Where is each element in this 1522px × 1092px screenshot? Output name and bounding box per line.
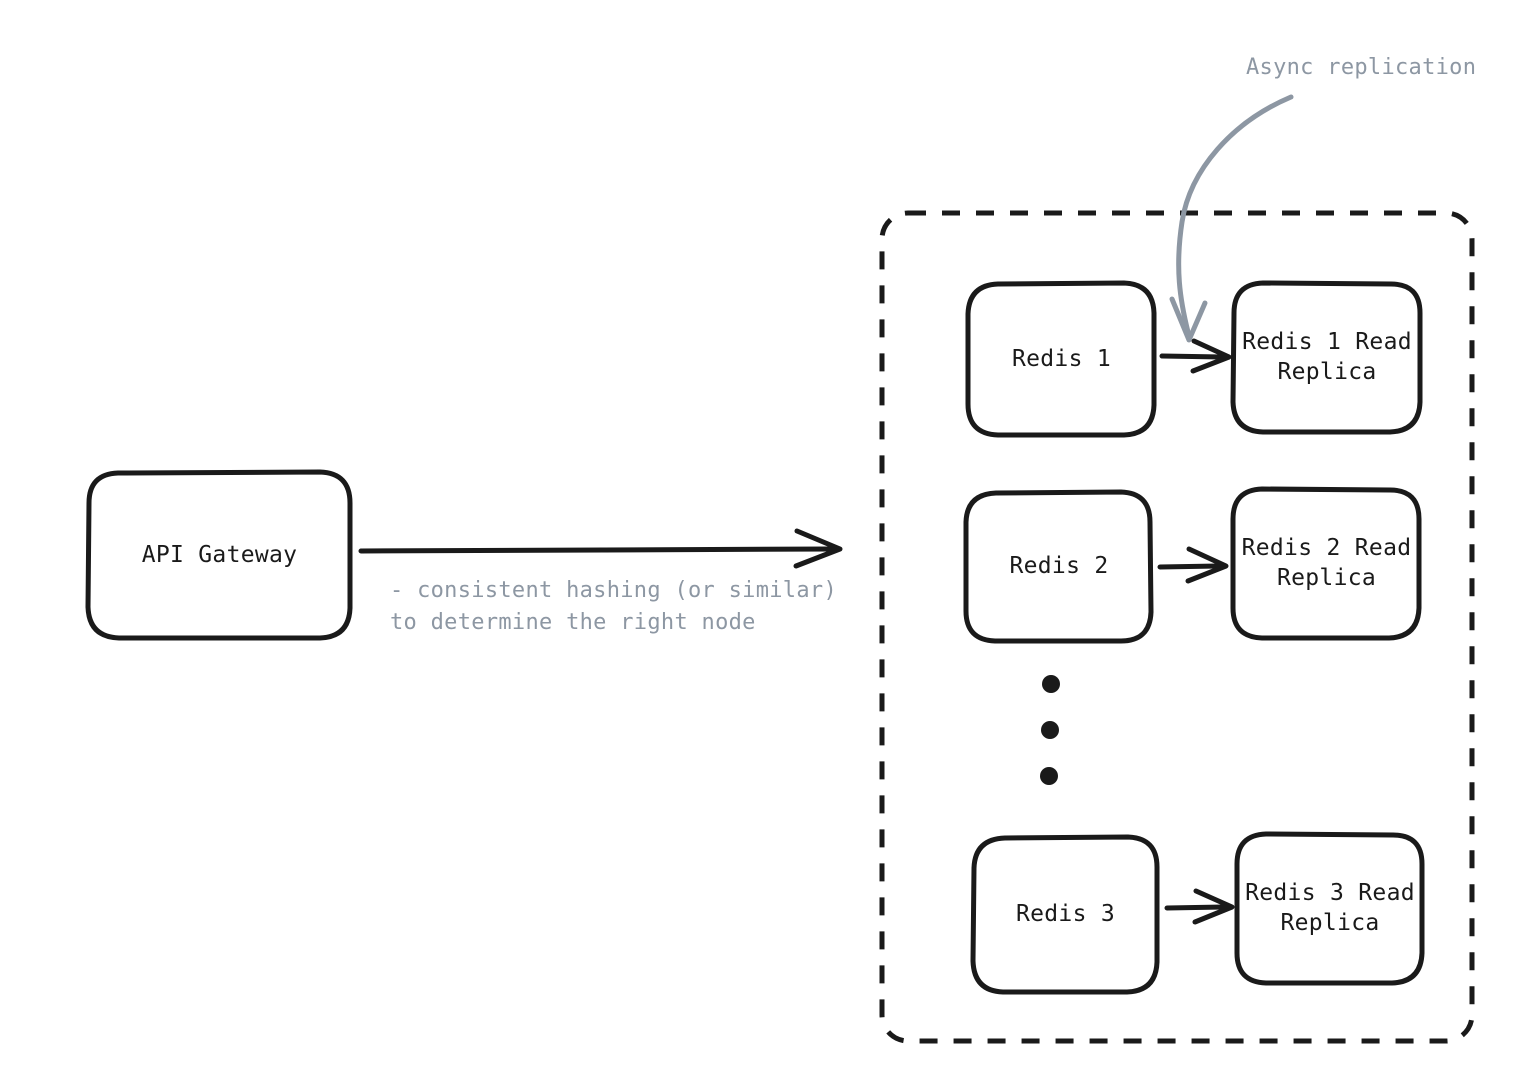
redis-3-replica-box	[1234, 831, 1425, 986]
redis-3-replication-arrow-line	[1164, 904, 1227, 911]
redis-2-replica-box	[1230, 486, 1422, 641]
redis-2-replication-arrow-line	[1157, 563, 1221, 570]
redis-1-replication-arrow-line	[1159, 353, 1225, 360]
gateway-to-cluster-arrow-line	[358, 546, 836, 554]
redis-1-replica-box	[1230, 280, 1423, 435]
redis-1-box	[965, 280, 1157, 438]
api-gateway-box	[85, 469, 353, 641]
redis-2-box	[963, 489, 1154, 644]
ellipsis-dot-2	[1041, 721, 1059, 739]
redis-3-replication-arrow-head	[1192, 888, 1235, 925]
redis-cluster-boundary	[879, 210, 1475, 1044]
async-replication-annotation: Async replication	[1246, 55, 1477, 80]
consistent-hashing-annotation: - consistent hashing (or similar) to det…	[390, 578, 837, 635]
ellipsis-dot-3	[1040, 767, 1058, 785]
async-replication-curve	[1176, 94, 1294, 335]
redis-2-replication-arrow-head	[1185, 546, 1229, 584]
ellipsis-dot-1	[1042, 675, 1060, 693]
redis-3-box	[970, 834, 1160, 995]
redis-1-replication-arrow-head	[1190, 338, 1232, 374]
async-replication-arrow-head	[1169, 296, 1208, 343]
gateway-to-cluster-arrow-head	[793, 528, 843, 569]
